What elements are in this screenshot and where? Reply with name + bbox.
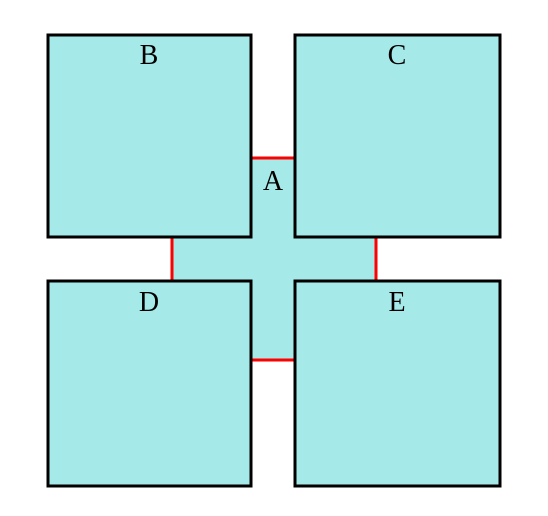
label-a: A [263,166,284,197]
label-d: D [139,287,159,318]
box-c [293,33,502,239]
label-c: C [388,40,407,71]
box-d [46,279,253,488]
label-e: E [388,287,405,318]
box-e [293,279,502,488]
label-b: B [140,40,159,71]
box-b [46,33,253,239]
